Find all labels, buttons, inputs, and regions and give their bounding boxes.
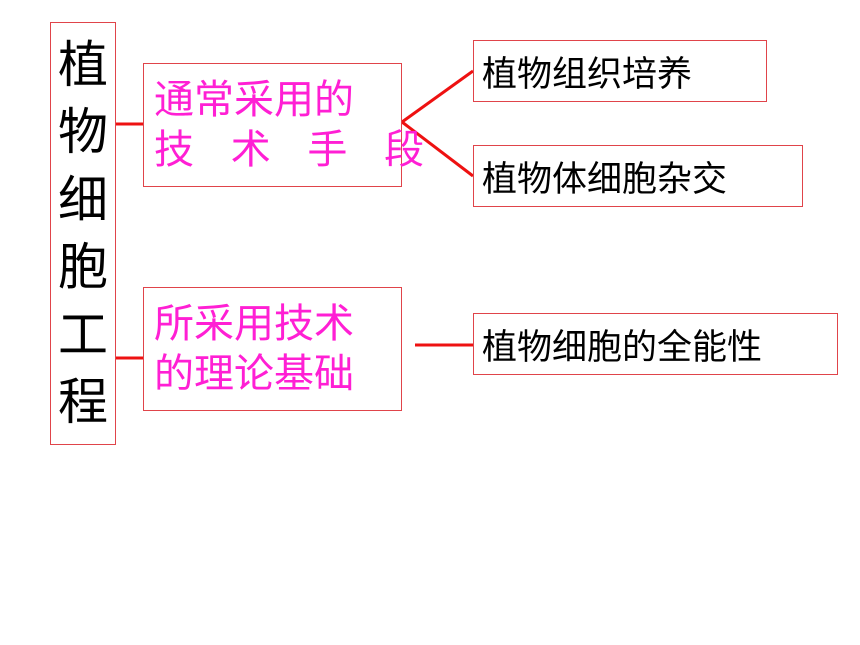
branch-node-theoretical-basis: 所采用技术 的理论基础 [143, 287, 402, 411]
root-node-plant-cell-engineering: 植 物 细 胞 工 程 [50, 22, 116, 445]
branch-text-line: 的理论基础 [154, 351, 354, 397]
branch-text-line: 所采用技术 [154, 301, 354, 347]
connector-branch-1-to-leaf-2 [401, 120, 474, 178]
root-char: 植 [58, 35, 108, 94]
leaf-node-cell-totipotency: 植物细胞的全能性 [473, 313, 838, 375]
root-char: 物 [58, 103, 108, 162]
connector-branch-1-to-leaf-1 [401, 69, 474, 124]
branch-text-line: 通常采用的 [154, 77, 354, 123]
leaf-node-somatic-cell-hybridization: 植物体细胞杂交 [473, 145, 803, 207]
leaf-node-plant-tissue-culture: 植物组织培养 [473, 40, 767, 102]
branch-text-line: 技 术 手 段 [154, 127, 437, 173]
root-char: 程 [58, 373, 108, 432]
branch-node-common-techniques: 通常采用的 技 术 手 段 [143, 63, 437, 187]
root-char: 胞 [58, 238, 108, 297]
root-char: 工 [58, 305, 108, 364]
root-char: 细 [58, 170, 108, 229]
